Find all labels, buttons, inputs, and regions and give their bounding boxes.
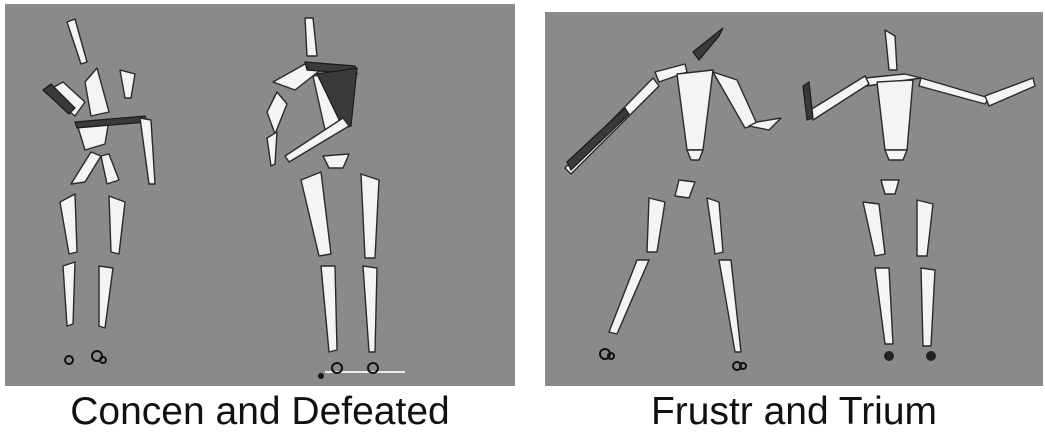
image-panel-left [5, 4, 515, 386]
torso [677, 70, 713, 150]
thigh-left [301, 172, 331, 256]
frustrated-figure [565, 28, 781, 370]
arm-right [919, 78, 989, 104]
forearm-right [140, 118, 155, 184]
head [693, 28, 723, 60]
shin-right [921, 268, 935, 346]
shin-left [875, 268, 893, 344]
triumphant-figure [803, 30, 1035, 361]
image-panel-right [545, 12, 1043, 386]
concentrated-figure [43, 19, 155, 364]
forearm-left [267, 132, 277, 166]
forearm-raised [67, 19, 87, 64]
stick-figures-right [545, 12, 1043, 386]
thigh-right [361, 174, 379, 258]
hip-left [71, 152, 101, 184]
pelvis [881, 180, 899, 194]
forearm-right [985, 78, 1035, 106]
caption-left: Concen and Defeated [5, 390, 515, 434]
shin-left [321, 266, 337, 352]
thigh-right [707, 198, 723, 254]
arm-right [713, 72, 757, 128]
thigh-right [109, 196, 125, 254]
head-spine [305, 18, 317, 56]
torso [877, 80, 913, 150]
defeated-figure [267, 18, 405, 379]
shin-left [609, 260, 649, 334]
caption-right: Frustr and Trium [545, 390, 1043, 434]
arm-left [807, 76, 869, 120]
stick-figures-left [5, 4, 515, 386]
torso-upper [85, 68, 109, 116]
thigh-left [60, 194, 77, 254]
thigh-left [863, 202, 885, 256]
shin-left [63, 262, 75, 326]
upper-arm-right [120, 70, 135, 98]
shin-right [99, 266, 113, 328]
shin-right [363, 266, 377, 352]
upper-arm-left [267, 92, 287, 134]
pelvis [675, 180, 695, 198]
thigh-right [917, 200, 933, 256]
pelvis [323, 154, 349, 168]
shin-right [719, 260, 741, 352]
thigh-left [647, 198, 665, 252]
head [885, 30, 897, 70]
